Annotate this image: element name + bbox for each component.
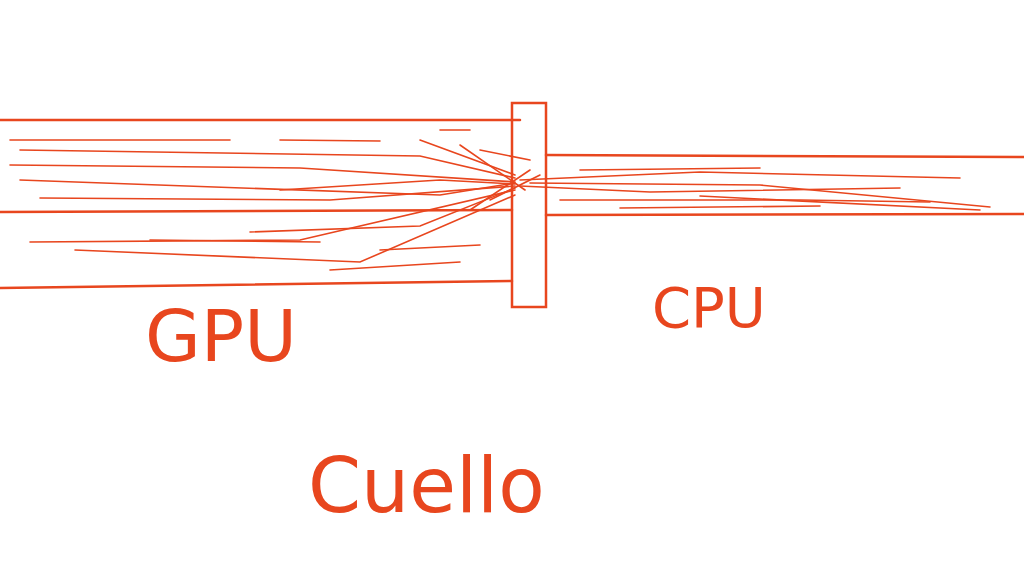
caption-label: Cuello <box>308 448 545 524</box>
component-label: CPU <box>652 280 766 336</box>
component-label: GPU <box>145 300 297 372</box>
